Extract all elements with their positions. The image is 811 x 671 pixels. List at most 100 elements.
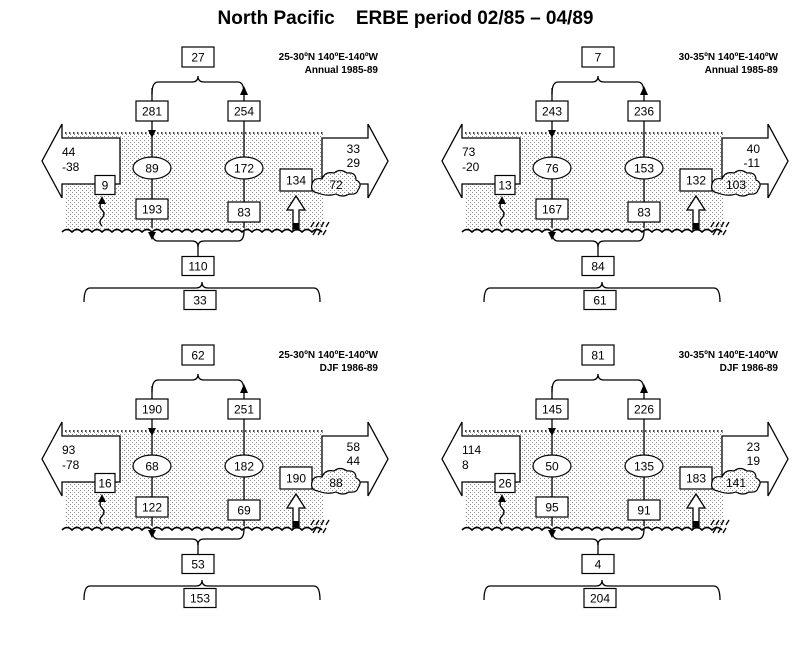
down-arrowhead (548, 428, 556, 436)
squiggle-arrowhead (98, 494, 106, 502)
bottom-brace (83, 281, 321, 303)
right-transport-bottom: 29 (347, 156, 361, 170)
svg-text:135: 135 (634, 460, 654, 474)
left-transport-bottom: -78 (62, 458, 80, 472)
sum-brace (551, 528, 645, 546)
svg-text:84: 84 (591, 260, 605, 274)
panel-region-label: 30-35ºN 140ºE-140ºW (679, 350, 779, 361)
rain-streak (710, 519, 715, 526)
rain-streak (315, 519, 320, 526)
down-arrowhead (148, 428, 156, 436)
left-transport-top: 44 (62, 145, 76, 159)
rising-value-box: 134 (279, 168, 313, 192)
top-value-box: 27 (181, 46, 215, 68)
down-arrowhead (148, 130, 156, 138)
cloud-value: 141 (726, 476, 746, 490)
rain-streak (712, 527, 717, 534)
left-transport-bottom: 8 (462, 458, 469, 472)
svg-text:89: 89 (145, 162, 159, 176)
rain-streak (715, 221, 720, 228)
sea-surface (61, 526, 323, 532)
upward-flux-box: 236 (627, 100, 661, 122)
svg-text:95: 95 (545, 501, 559, 515)
svg-text:190: 190 (286, 472, 306, 486)
svg-text:13: 13 (498, 179, 512, 193)
squiggle-arrow (499, 499, 505, 525)
rain-streak (325, 519, 330, 526)
svg-text:167: 167 (542, 203, 562, 217)
svg-text:182: 182 (234, 460, 254, 474)
surface-right-box: 83 (227, 201, 261, 223)
oval-left: 50 (532, 454, 572, 478)
cloud-value: 72 (329, 178, 343, 192)
bottom-value-box: 153 (183, 587, 217, 609)
downward-flux-box: 243 (535, 100, 569, 122)
svg-text:183: 183 (686, 472, 706, 486)
oval-right: 182 (224, 454, 264, 478)
top-value-box: 81 (581, 344, 615, 366)
svg-text:172: 172 (234, 162, 254, 176)
arrow-base (293, 521, 299, 527)
sum-brace (151, 528, 245, 546)
squiggle-arrowhead (498, 196, 506, 204)
rain-streak (725, 519, 730, 526)
rain-streak (312, 229, 317, 236)
cloud-icon: 141 (711, 467, 761, 495)
top-value-box: 62 (181, 344, 215, 366)
up-arrowhead (240, 384, 248, 393)
rain-streak (725, 221, 730, 228)
bottom-brace (83, 579, 321, 601)
cloud-shape (711, 467, 761, 495)
svg-text:76: 76 (545, 162, 559, 176)
svg-text:27: 27 (191, 51, 205, 65)
right-transport-bottom: 19 (747, 454, 761, 468)
svg-text:16: 16 (98, 477, 112, 491)
rain-streak (315, 221, 320, 228)
panel-period-label: DJF 1986-89 (720, 363, 779, 374)
svg-text:91: 91 (637, 504, 651, 518)
oval-right: 153 (624, 156, 664, 180)
squiggle-arrowhead (498, 494, 506, 502)
small-value-box: 26 (494, 472, 516, 494)
rising-value-box: 190 (279, 466, 313, 490)
panel-period-label: DJF 1986-89 (320, 363, 379, 374)
oval-left: 89 (132, 156, 172, 180)
bottom-brace (483, 579, 721, 601)
rain-streak (310, 221, 315, 228)
svg-text:132: 132 (686, 174, 706, 188)
rain-streak (712, 229, 717, 236)
surface-left-box: 167 (535, 198, 569, 220)
svg-text:193: 193 (142, 203, 162, 217)
svg-text:251: 251 (234, 403, 254, 417)
svg-text:83: 83 (237, 206, 251, 220)
oval-left: 68 (132, 454, 172, 478)
panel-region-label: 25-30ºN 140ºE-140ºW (279, 350, 379, 361)
small-value-box: 13 (494, 174, 516, 196)
sea-surface (461, 526, 723, 532)
rain-streak (322, 229, 327, 236)
svg-text:153: 153 (634, 162, 654, 176)
oval-right: 135 (624, 454, 664, 478)
svg-text:62: 62 (191, 349, 205, 363)
rising-value-box: 132 (679, 168, 713, 192)
svg-text:9: 9 (102, 179, 109, 193)
rain-streak (722, 229, 727, 236)
rain-streak (320, 519, 325, 526)
rain-streak (720, 519, 725, 526)
top-brace (551, 75, 645, 95)
surface-left-box: 122 (135, 496, 169, 518)
downward-flux-box: 281 (135, 100, 169, 122)
cloud-icon: 103 (711, 169, 761, 197)
svg-text:83: 83 (637, 206, 651, 220)
sea-surface (61, 228, 323, 234)
surface-left-box: 193 (135, 198, 169, 220)
top-brace (151, 75, 245, 95)
panel-3: 25-30ºN 140ºE-140ºW DJF 1986-89 62 190 251 68… (41, 344, 389, 609)
svg-text:254: 254 (234, 105, 254, 119)
rain-streak (722, 527, 727, 534)
left-transport-bottom: -20 (462, 160, 480, 174)
right-transport-top: 23 (747, 440, 761, 454)
squiggle-arrow (99, 201, 105, 227)
